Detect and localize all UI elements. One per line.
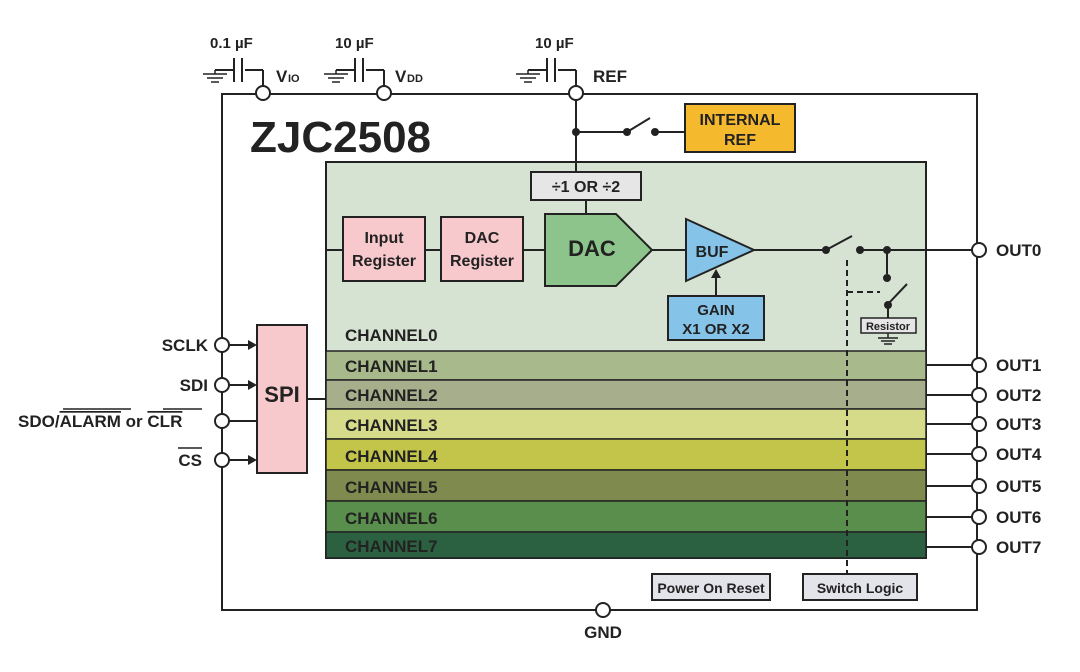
vdd-label: V [395, 67, 407, 86]
vio-sub: IO [288, 73, 300, 85]
buf-block [685, 217, 757, 283]
resistor-switch-pivot [883, 274, 891, 282]
gain-line1: GAIN [697, 302, 735, 319]
vio-cap-value: 0.1 µF [210, 35, 253, 52]
out3-terminal [971, 416, 987, 432]
cs-label: CS [178, 451, 202, 470]
switch-logic-block [802, 573, 918, 601]
dac-register-block [440, 216, 524, 282]
channel-label-1: CHANNEL1 [345, 357, 438, 376]
channel-label-5: CHANNEL5 [345, 478, 438, 497]
channel-band-4 [325, 438, 927, 471]
out6-label: OUT6 [996, 508, 1041, 527]
out0-label: OUT0 [996, 241, 1041, 260]
sdi-arrow-icon [248, 380, 257, 390]
sclk-terminal [214, 337, 230, 353]
dac-register-line1: DAC [465, 230, 500, 247]
spi-pins: SCLK SDI SDO/ALARM or CLR CS [18, 336, 257, 470]
out6-terminal [971, 509, 987, 525]
out5-terminal [971, 478, 987, 494]
channel-bands [325, 350, 927, 559]
gnd-label: GND [584, 623, 622, 642]
input-register-block [342, 216, 426, 282]
out5-label: OUT5 [996, 477, 1041, 496]
cs-terminal [214, 452, 230, 468]
dac-block [544, 213, 654, 287]
output-pins: OUT0 OUT1 OUT2 OUT3 OUT4 OUT5 OUT6 OUT7 [926, 241, 1042, 557]
vio-pin-terminal [255, 85, 271, 101]
out7-terminal [971, 539, 987, 555]
ref-pin-terminal [568, 85, 584, 101]
output-switch [825, 235, 853, 251]
spi-label: SPI [264, 382, 299, 407]
gnd-terminal [595, 602, 611, 618]
vio-pin-group: 0.1 µF V IO [203, 35, 300, 101]
input-register-line1: Input [364, 230, 404, 247]
out3-label: OUT3 [996, 415, 1041, 434]
channel-label-2: CHANNEL2 [345, 386, 438, 405]
channel-band-7 [325, 531, 927, 559]
internal-ref-line1: INTERNAL [700, 112, 781, 129]
gain-block [667, 295, 765, 341]
vdd-pin-group: 10 µF V DD [324, 35, 423, 101]
out2-label: OUT2 [996, 386, 1041, 405]
chip-title: ZJC2508 [250, 113, 431, 162]
out7-label: OUT7 [996, 538, 1041, 557]
vdd-pin-terminal [376, 85, 392, 101]
sdo-label: SDO/ALARM or CLR [18, 412, 182, 431]
out4-terminal [971, 446, 987, 462]
channel-label-0: CHANNEL0 [345, 326, 438, 345]
sclk-label: SCLK [162, 336, 209, 355]
gain-line2: X1 OR X2 [682, 321, 750, 338]
out1-label: OUT1 [996, 356, 1041, 375]
power-on-reset-block [651, 573, 771, 601]
dac-label: DAC [568, 236, 616, 261]
ref-pin-group: 10 µF REF [516, 35, 627, 101]
channel-label-7: CHANNEL7 [345, 537, 438, 556]
vdd-sub: DD [407, 73, 423, 85]
out2-terminal [971, 387, 987, 403]
out4-label: OUT4 [996, 445, 1042, 464]
ref-cap-value: 10 µF [535, 35, 574, 52]
sdi-terminal [214, 377, 230, 393]
dac-register-line2: Register [450, 253, 514, 270]
sdo-terminal [214, 413, 230, 429]
sclk-arrow-icon [248, 340, 257, 350]
resistor-label: Resistor [866, 321, 911, 333]
channel-label-4: CHANNEL4 [345, 447, 438, 466]
switch-logic-label: Switch Logic [817, 580, 904, 596]
divider-label: ÷1 OR ÷2 [552, 179, 620, 196]
internal-ref-switch [626, 117, 651, 133]
out1-terminal [971, 357, 987, 373]
sdi-label: SDI [180, 376, 208, 395]
channel-label-3: CHANNEL3 [345, 416, 438, 435]
buf-label: BUF [696, 244, 729, 261]
internal-ref-block [684, 103, 796, 153]
internal-ref-line2: REF [724, 132, 756, 149]
power-on-reset-label: Power On Reset [657, 580, 765, 596]
channel-band-6 [325, 500, 927, 533]
out0-terminal [971, 242, 987, 258]
input-register-line2: Register [352, 253, 416, 270]
vdd-cap-value: 10 µF [335, 35, 374, 52]
ref-label: REF [593, 67, 627, 86]
channel-label-6: CHANNEL6 [345, 509, 438, 528]
vio-label: V [276, 67, 288, 86]
resistor-switch [887, 283, 908, 305]
cs-arrow-icon [248, 455, 257, 465]
gain-arrow-icon [711, 269, 721, 278]
